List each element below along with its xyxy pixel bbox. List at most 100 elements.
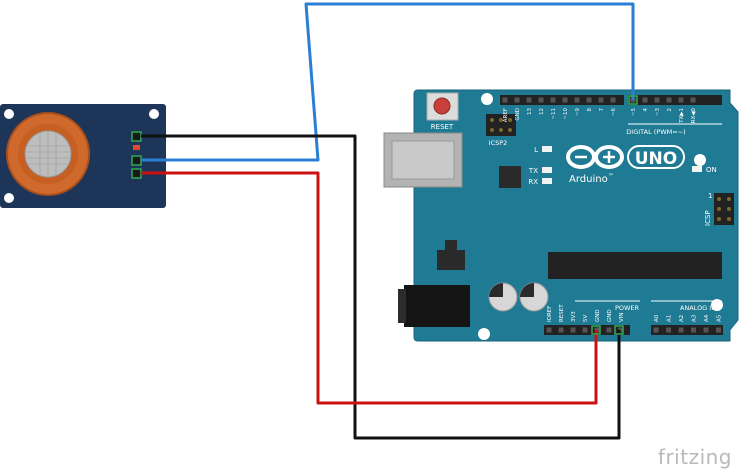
power-pin-label: RESET: [559, 304, 565, 322]
digital-pin-label: 13: [527, 108, 533, 115]
digital-pin-7[interactable]: [586, 97, 592, 103]
digital-pin-label: 7: [599, 108, 605, 112]
digital-pin-label: GND: [515, 108, 521, 121]
icsp2-header: [486, 114, 516, 136]
led-on-label: ON: [706, 166, 717, 174]
led-tx: [542, 167, 552, 173]
signal-wire[interactable]: [141, 2, 635, 162]
analog-pin-3[interactable]: [691, 327, 696, 333]
fritzing-watermark: fritzing: [657, 445, 732, 469]
power-pin-0[interactable]: [546, 327, 552, 333]
gas-sensor-module: [0, 104, 166, 208]
sensor-mount-hole-right: [149, 109, 159, 119]
uno-model: UNO: [635, 149, 677, 169]
digital-pin-label: 12: [539, 108, 545, 115]
digital-pin-1[interactable]: [514, 97, 520, 103]
arduino-wordmark: Arduino™: [569, 173, 614, 185]
analog-pin-4[interactable]: [703, 327, 709, 333]
digital-pin-label: ~6: [611, 108, 617, 117]
led-rx: [542, 178, 552, 184]
digital-pin-label: ~5: [631, 108, 637, 117]
digital-pin-4[interactable]: [550, 97, 556, 103]
digital-pin-5[interactable]: [562, 97, 568, 103]
uno-badge: [627, 145, 685, 169]
ground-wire[interactable]: [141, 134, 621, 440]
led-tx-label: TX: [528, 167, 538, 175]
digital-pin-label: ~11: [551, 108, 557, 120]
digital-pin-0[interactable]: [502, 97, 508, 103]
mount-hole-bottom-left: [478, 328, 490, 340]
digital-pin-6[interactable]: [574, 97, 580, 103]
analog-label: ANALOG IN: [680, 304, 716, 312]
capacitor-1: [488, 282, 518, 312]
arduino-logo: [566, 145, 624, 169]
wire-endpoints: [591, 95, 638, 335]
power-pin-2[interactable]: [570, 327, 576, 333]
reset-button-base: [426, 92, 459, 121]
power-label: POWER: [615, 304, 640, 312]
capacitor-2: [519, 282, 549, 312]
power-wire[interactable]: [141, 171, 598, 405]
led-l: [542, 146, 552, 152]
analog-pin-label: A5: [717, 314, 723, 322]
digital-pin-label: ~10: [563, 108, 569, 120]
digital-pin-label: ~9: [575, 108, 581, 117]
power-pin-3[interactable]: [582, 327, 588, 333]
digital-pin-label: AREF: [503, 108, 509, 122]
power-pin-label: IOREF: [547, 306, 553, 322]
digital-pin-14[interactable]: [678, 97, 684, 103]
led-l-label: L: [534, 146, 538, 154]
mount-hole-top-left: [481, 93, 493, 105]
icsp2-label: ICSP2: [489, 139, 508, 147]
digital-pin-12[interactable]: [654, 97, 660, 103]
power-pin-5[interactable]: [606, 327, 612, 333]
digital-pin-15[interactable]: [690, 97, 696, 103]
digital-pin-9[interactable]: [610, 97, 616, 103]
led-on: [692, 166, 702, 172]
atmega-microcontroller: [548, 252, 722, 279]
analog-pin-label: A0: [654, 314, 660, 322]
analog-pin-label: A1: [667, 315, 673, 322]
analog-pin-2[interactable]: [678, 327, 684, 333]
icsp-header: [714, 193, 734, 225]
analog-header: [651, 325, 723, 335]
sensor-mount-hole-left: [4, 109, 14, 119]
icsp-label: ICSP: [704, 210, 712, 226]
usb-port-inner: [391, 140, 455, 180]
digital-header-label: DIGITAL (PWM=~): [626, 128, 685, 136]
digital-header: [500, 95, 722, 105]
voltage-regulator-tab: [445, 240, 457, 250]
analog-pin-0[interactable]: [653, 327, 659, 333]
sensor-mesh-pattern: [26, 131, 70, 177]
power-pin-label: VIN: [619, 313, 625, 323]
digital-pin-label: 2: [667, 108, 673, 112]
reset-button[interactable]: [433, 97, 451, 115]
power-pin-label: GND: [607, 309, 613, 322]
power-pin-1[interactable]: [558, 327, 564, 333]
sensor-pin-4[interactable]: [131, 168, 142, 179]
analog-pin-1[interactable]: [666, 327, 671, 333]
digital-pin-8[interactable]: [598, 97, 604, 103]
digital-pin-3[interactable]: [538, 97, 544, 103]
reset-label: RESET: [431, 123, 454, 131]
voltage-regulator: [437, 250, 465, 270]
analog-pin-label: A3: [692, 314, 698, 322]
sensor-mount-hole-bottom: [4, 193, 14, 203]
power-pin-label: 5V: [583, 315, 589, 322]
analog-pin-5[interactable]: [716, 327, 721, 333]
power-pin-6[interactable]: [618, 327, 624, 333]
sensor-pin-3[interactable]: [131, 155, 142, 166]
mount-hole-right: [694, 154, 706, 166]
led-rx-label: RX: [528, 178, 538, 186]
analog-pin-label: A2: [679, 315, 685, 322]
sensor-pin-1[interactable]: [131, 131, 142, 142]
digital-pin-2[interactable]: [526, 97, 532, 103]
power-pin-label: GND: [595, 309, 601, 322]
mount-hole-bottom-right: [711, 299, 723, 311]
dc-power-jack-face: [398, 289, 406, 323]
digital-pin-13[interactable]: [666, 97, 672, 103]
digital-pin-11[interactable]: [642, 97, 648, 103]
